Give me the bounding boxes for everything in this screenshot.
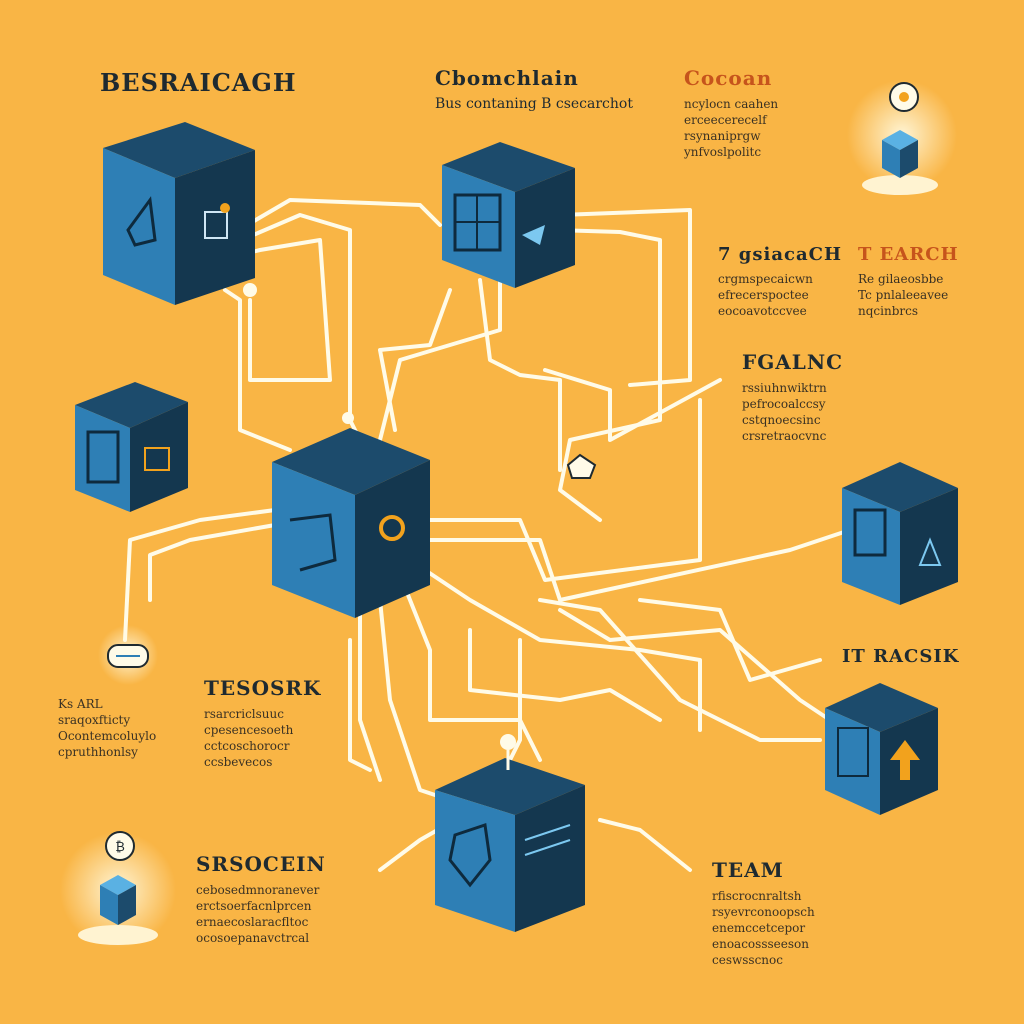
label-right-lower: IT RACSIK — [842, 646, 959, 667]
center-top-title: Cbomchlain — [435, 66, 579, 90]
text-line: cctcoschorocr — [204, 739, 290, 753]
svg-text:₿: ₿ — [115, 840, 125, 855]
glow-cube-top-right — [847, 80, 957, 195]
top-right-text: ncylocn caahen erceecerecelf rsynaniprgw… — [684, 96, 778, 160]
text-line: erceecerecelf — [684, 113, 767, 127]
bottom-right-text: rfiscrocnraltsh rsyevrconoopsch enemccet… — [712, 888, 815, 968]
label-bottom-right: TEAM rfiscrocnraltsh rsyevrconoopsch ene… — [712, 858, 815, 968]
right-title: FGALNC — [742, 350, 844, 374]
text-line: cpesencesoeth — [204, 723, 294, 737]
coin-icon: ₿ — [105, 831, 135, 861]
text-line: rsynaniprgw — [684, 129, 761, 143]
block-cube-top-center — [442, 142, 575, 288]
text-line: sraqoxfticty — [58, 713, 131, 727]
text-line: cstqnoecsinc — [742, 413, 821, 427]
left-mid-text: rsarcriclsuuc cpesencesoeth cctcoschoroc… — [204, 706, 321, 770]
top-right-title: Cocoan — [684, 66, 773, 90]
upload-arrow-icon — [890, 740, 920, 780]
right-lower-title: IT RACSIK — [842, 646, 960, 667]
text-line: eocoavotccvee — [718, 304, 807, 318]
text-line: efrecerspoctee — [718, 288, 809, 302]
connection-wires — [123, 198, 852, 872]
coin-icon — [379, 515, 405, 541]
block-cube-top-left — [103, 122, 255, 305]
text-line: pefrocoalccsy — [742, 397, 826, 411]
far-left-text: Ks ARL sraqoxfticty Ocontemcoluylo cprut… — [58, 696, 156, 760]
mid-right-title-b: T EARCH — [858, 244, 959, 265]
text-line: enemccetcepor — [712, 921, 806, 935]
label-left-mid: TESOSRK rsarcriclsuuc cpesencesoeth cctc… — [204, 676, 321, 770]
text-line: rsarcriclsuuc — [204, 707, 284, 721]
label-mid-right-b: T EARCH Re gilaeosbbe Tc pnlaleeavee nqc… — [858, 244, 959, 319]
text-line: rfiscrocnraltsh — [712, 889, 802, 903]
text-line: cpruthhonlsy — [58, 745, 138, 759]
text-line: nqcinbrcs — [858, 304, 918, 318]
lock-icon — [566, 453, 597, 479]
center-top-subtitle: Bus contaning B csecarchot — [435, 96, 633, 112]
bottom-left-title: SRSOCEIN — [196, 852, 326, 876]
label-center-top: Cbomchlain Bus contaning B csecarchot — [435, 66, 633, 112]
label-right: FGALNC rssiuhnwiktrn pefrocoalccsy cstqn… — [742, 350, 843, 444]
glow-cube-bottom-left: ₿ — [60, 831, 176, 948]
text-line: ncylocn caahen — [684, 97, 779, 111]
block-cube-center — [272, 428, 430, 618]
text-line: ocosoepanavctrcal — [196, 931, 310, 945]
connector-nodes — [220, 203, 516, 770]
text-line: Ks ARL — [58, 697, 103, 711]
label-top-right: Cocoan ncylocn caahen erceecerecelf rsyn… — [684, 66, 778, 160]
bottom-left-text: cebosedmnoranever erctsoerfacnlprcen ern… — [196, 882, 326, 946]
top-left-title: BESRAICAGH — [100, 68, 297, 97]
block-cube-bottom-center — [435, 758, 585, 932]
text-line: crgmspecaicwn — [718, 272, 813, 286]
text-line: ccsbevecos — [204, 755, 273, 769]
right-text: rssiuhnwiktrn pefrocoalccsy cstqnoecsinc… — [742, 380, 843, 444]
text-line: erctsoerfacnlprcen — [196, 899, 312, 913]
text-line: crsretraocvnc — [742, 429, 827, 443]
cloud-icon — [98, 625, 158, 685]
label-bottom-left: SRSOCEIN cebosedmnoranever erctsoerfacnl… — [196, 852, 326, 946]
block-cube-left-middle — [75, 382, 188, 512]
bulb-icon — [889, 82, 919, 112]
mid-right-text-b: Re gilaeosbbe Tc pnlaleeavee nqcinbrcs — [858, 271, 959, 319]
left-mid-title: TESOSRK — [204, 676, 322, 700]
label-far-left: Ks ARL sraqoxfticty Ocontemcoluylo cprut… — [58, 690, 156, 760]
text-line: Ocontemcoluylo — [58, 729, 157, 743]
text-line: cebosedmnoranever — [196, 883, 320, 897]
text-line: rsyevrconoopsch — [712, 905, 815, 919]
mid-right-text-a: crgmspecaicwn efrecerspoctee eocoavotccv… — [718, 271, 842, 319]
text-line: Tc pnlaleeavee — [858, 288, 949, 302]
text-line: Re gilaeosbbe — [858, 272, 944, 286]
text-line: ynfvoslpolitc — [684, 145, 762, 159]
label-top-left: BESRAICAGH — [100, 68, 297, 97]
bottom-right-title: TEAM — [712, 858, 784, 882]
text-line: ernaecoslaracfltoc — [196, 915, 309, 929]
block-cube-right-middle — [842, 462, 958, 605]
text-line: ceswsscnoc — [712, 953, 783, 967]
label-mid-right-a: 7 gsiacaCH crgmspecaicwn efrecerspoctee … — [718, 244, 842, 319]
text-line: rssiuhnwiktrn — [742, 381, 827, 395]
mid-right-title-a: 7 gsiacaCH — [718, 244, 842, 265]
text-line: enoacossseeson — [712, 937, 809, 951]
shield-icon — [448, 823, 492, 888]
block-cube-right-lower — [825, 683, 938, 815]
